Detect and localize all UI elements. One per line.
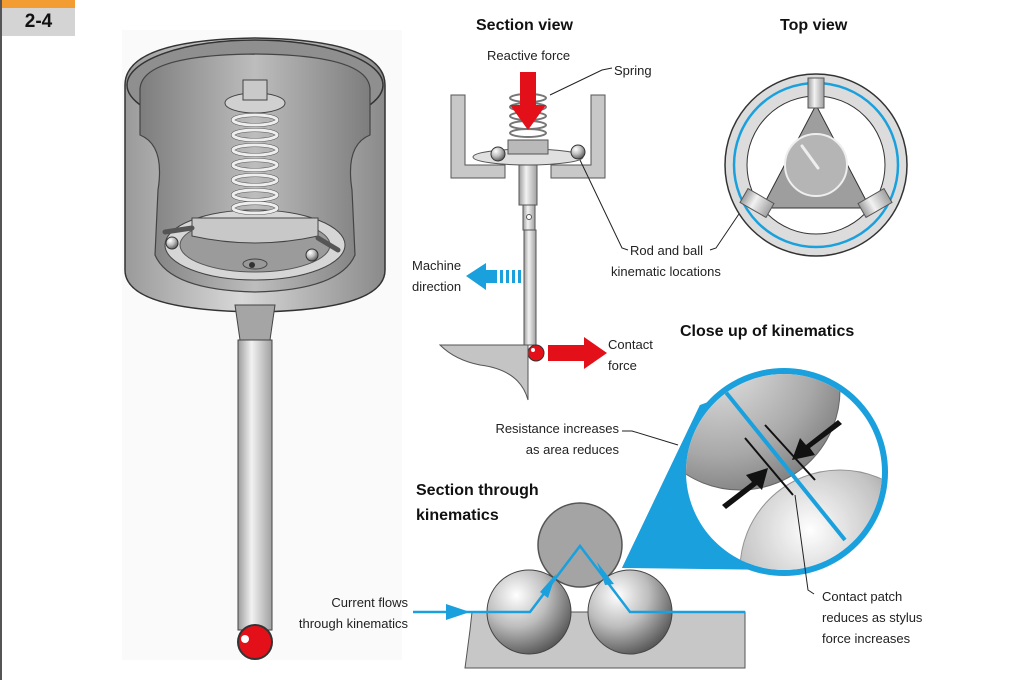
current-flows-label-line1: Current flows xyxy=(331,595,408,610)
contact-patch-label-line2: reduces as stylus xyxy=(822,610,923,625)
rod-ball-leader-right xyxy=(709,204,746,251)
reactive-force-label: Reactive force xyxy=(487,48,571,63)
closeup-illustration xyxy=(622,368,888,595)
page-left-rule xyxy=(0,0,2,680)
force-arrow-lower xyxy=(722,468,768,509)
rod-ball-leader xyxy=(579,159,629,251)
top-view-title: Top view xyxy=(780,17,848,34)
contact-force-label-line2: force xyxy=(608,358,637,373)
spring-label: Spring xyxy=(614,63,652,78)
spring-leader xyxy=(549,67,613,96)
page-number-tab: 2-4 xyxy=(2,0,75,36)
reactive-force-arrow xyxy=(510,72,546,130)
kinematic-carrier xyxy=(191,217,319,244)
contact-patch-leader xyxy=(794,494,815,595)
contact-force-label-line1: Contact xyxy=(608,337,653,352)
contact-patch-label-line3: force increases xyxy=(822,631,911,646)
rod-ball-label-line1: Rod and ball xyxy=(630,243,703,258)
section-through-title-line1: Section through xyxy=(416,482,539,499)
patch-line-2 xyxy=(764,424,816,481)
section-stylus-ball xyxy=(527,344,545,362)
current-flows-label-line2: through kinematics xyxy=(298,616,408,631)
force-arrow-upper xyxy=(792,420,842,460)
section-through-illustration xyxy=(413,502,746,669)
probe-spring xyxy=(231,113,279,215)
current-path xyxy=(413,543,745,614)
probe-nut xyxy=(242,79,268,101)
resistance-label-line1: Resistance increases xyxy=(495,421,619,436)
section-view-title: Section view xyxy=(476,17,573,34)
contact-force-arrow xyxy=(548,337,607,369)
workpiece-edge xyxy=(438,344,529,401)
machine-direction-arrow xyxy=(466,263,521,290)
resistance-leader xyxy=(622,430,679,446)
probe-3d-illustration xyxy=(122,30,402,660)
contact-patch-label-line1: Contact patch xyxy=(822,589,903,604)
rod-ball-label-line2: kinematic locations xyxy=(611,264,721,279)
patch-line-1 xyxy=(744,437,794,496)
machine-direction-label-line2: direction xyxy=(412,279,462,294)
section-through-title-line2: kinematics xyxy=(416,507,499,524)
page-number: 2-4 xyxy=(2,8,75,36)
section-stylus xyxy=(523,229,537,346)
closeup-title: Close up of kinematics xyxy=(680,323,855,340)
top-view-illustration xyxy=(724,73,908,257)
resistance-label-line2: as area reduces xyxy=(525,442,619,457)
probe-stylus xyxy=(237,339,273,631)
probe-stylus-ball xyxy=(237,624,273,660)
section-view-illustration xyxy=(438,67,746,401)
machine-direction-label-line1: Machine xyxy=(412,258,462,273)
page-tab-accent xyxy=(2,0,75,8)
